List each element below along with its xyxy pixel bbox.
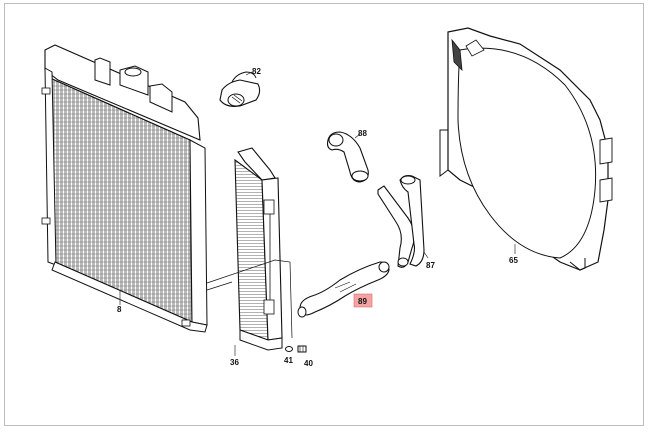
label-lower-hose: 87 bbox=[426, 261, 435, 270]
leader-line bbox=[423, 251, 429, 259]
label-oil-cooler-hose: 89 bbox=[358, 297, 367, 306]
label-cap-hose: 82 bbox=[252, 67, 261, 76]
washer-part[interactable] bbox=[285, 346, 293, 352]
label-plug: 40 bbox=[304, 359, 313, 368]
leader-line bbox=[354, 133, 361, 139]
radiator-part[interactable] bbox=[41, 44, 208, 333]
label-fan-shroud: 65 bbox=[509, 256, 518, 265]
leader-line bbox=[245, 71, 253, 76]
plug-part[interactable] bbox=[297, 345, 307, 353]
highlight-box bbox=[353, 293, 373, 308]
label-radiator: 8 bbox=[117, 305, 122, 314]
fan-shroud-part[interactable] bbox=[439, 27, 613, 271]
hose-part-87[interactable] bbox=[377, 174, 425, 268]
hose-part-82[interactable] bbox=[219, 71, 261, 107]
hose-part-89[interactable] bbox=[297, 261, 390, 318]
connector-line bbox=[206, 281, 233, 291]
label-upper-hose: 88 bbox=[358, 129, 367, 138]
frame-border bbox=[4, 3, 644, 426]
label-oil-cooler: 36 bbox=[230, 358, 239, 367]
label-washer: 41 bbox=[284, 356, 293, 365]
hose-part-88[interactable] bbox=[326, 131, 369, 183]
connector-line bbox=[206, 259, 293, 339]
oil-cooler-part[interactable] bbox=[234, 147, 283, 351]
